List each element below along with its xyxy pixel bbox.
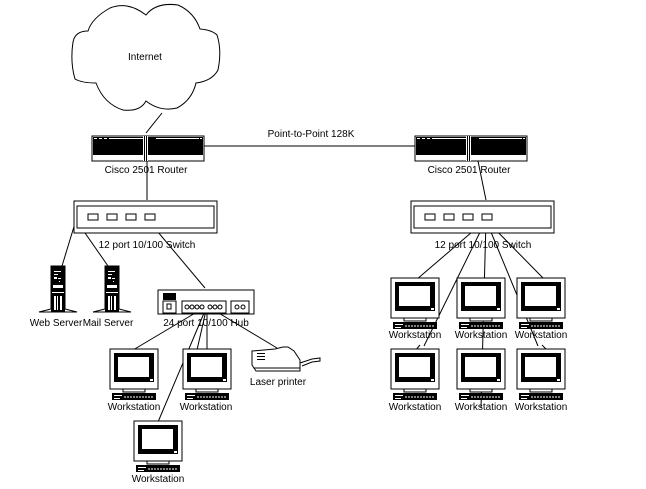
- workstation-icon: [516, 348, 566, 401]
- mail-server[interactable]: Mail Server: [83, 265, 134, 329]
- workstation-icon: [390, 277, 440, 330]
- workstation-label: Workstation: [515, 402, 568, 413]
- right-workstation-5[interactable]: Workstation: [455, 348, 508, 413]
- left-router[interactable]: Cisco 2501 Router: [91, 135, 205, 176]
- right-workstation-6[interactable]: Workstation: [515, 348, 568, 413]
- switch-icon: [73, 200, 218, 234]
- workstation-label: Workstation: [455, 330, 508, 341]
- workstation-icon: [133, 420, 183, 473]
- server-tower-icon: [92, 265, 132, 313]
- workstation-icon: [390, 348, 440, 401]
- workstation-icon: [456, 348, 506, 401]
- hub-label: 24 port 10/100 Hub: [163, 318, 249, 329]
- hub[interactable]: 24 port 10/100 Hub: [157, 289, 255, 329]
- workstation-label: Workstation: [108, 402, 161, 413]
- left-switch-label: 12 port 10/100 Switch: [99, 240, 196, 251]
- internet-cloud: Internet: [71, 4, 221, 111]
- right-router-label: Cisco 2501 Router: [428, 165, 511, 176]
- web-server-label: Web Server: [30, 318, 83, 329]
- cloud-label: Internet: [128, 52, 162, 63]
- right-switch-label: 12 port 10/100 Switch: [435, 240, 532, 251]
- printer-icon: [251, 346, 321, 372]
- workstation-icon: [182, 348, 232, 401]
- workstation-label: Workstation: [455, 402, 508, 413]
- right-workstation-3[interactable]: Workstation: [515, 277, 568, 341]
- workstation-label: Workstation: [515, 330, 568, 341]
- right-workstation-2[interactable]: Workstation: [455, 277, 508, 341]
- hub-icon: [157, 289, 255, 315]
- workstation-label: Workstation: [132, 474, 185, 485]
- right-workstation-4[interactable]: Workstation: [389, 348, 442, 413]
- router-icon: [91, 135, 205, 162]
- link-internet-router: [145, 112, 163, 134]
- workstation-label: Workstation: [180, 402, 233, 413]
- cloud-icon: [71, 4, 221, 111]
- left-switch[interactable]: 12 port 10/100 Switch: [73, 200, 218, 251]
- web-server[interactable]: Web Server: [30, 265, 83, 329]
- link-router-switch-right: [477, 160, 487, 201]
- wan-link-label: Point-to-Point 128K: [268, 129, 355, 140]
- left-router-label: Cisco 2501 Router: [105, 165, 188, 176]
- switch-icon: [410, 200, 555, 234]
- workstation-icon: [109, 348, 159, 401]
- router-icon: [414, 135, 528, 162]
- mail-server-label: Mail Server: [83, 318, 134, 329]
- workstation-label: Workstation: [389, 402, 442, 413]
- right-workstation-1[interactable]: Workstation: [389, 277, 442, 341]
- left-workstation-1[interactable]: Workstation: [108, 348, 161, 413]
- workstation-icon: [456, 277, 506, 330]
- printer-label: Laser printer: [250, 377, 307, 388]
- left-workstation-2[interactable]: Workstation: [180, 348, 233, 413]
- right-switch[interactable]: 12 port 10/100 Switch: [410, 200, 555, 251]
- left-workstation-3[interactable]: Workstation: [132, 420, 185, 485]
- laser-printer[interactable]: Laser printer: [250, 346, 321, 388]
- workstation-icon: [516, 277, 566, 330]
- server-tower-icon: [38, 265, 78, 313]
- workstation-label: Workstation: [389, 330, 442, 341]
- right-router[interactable]: Cisco 2501 Router: [414, 135, 528, 176]
